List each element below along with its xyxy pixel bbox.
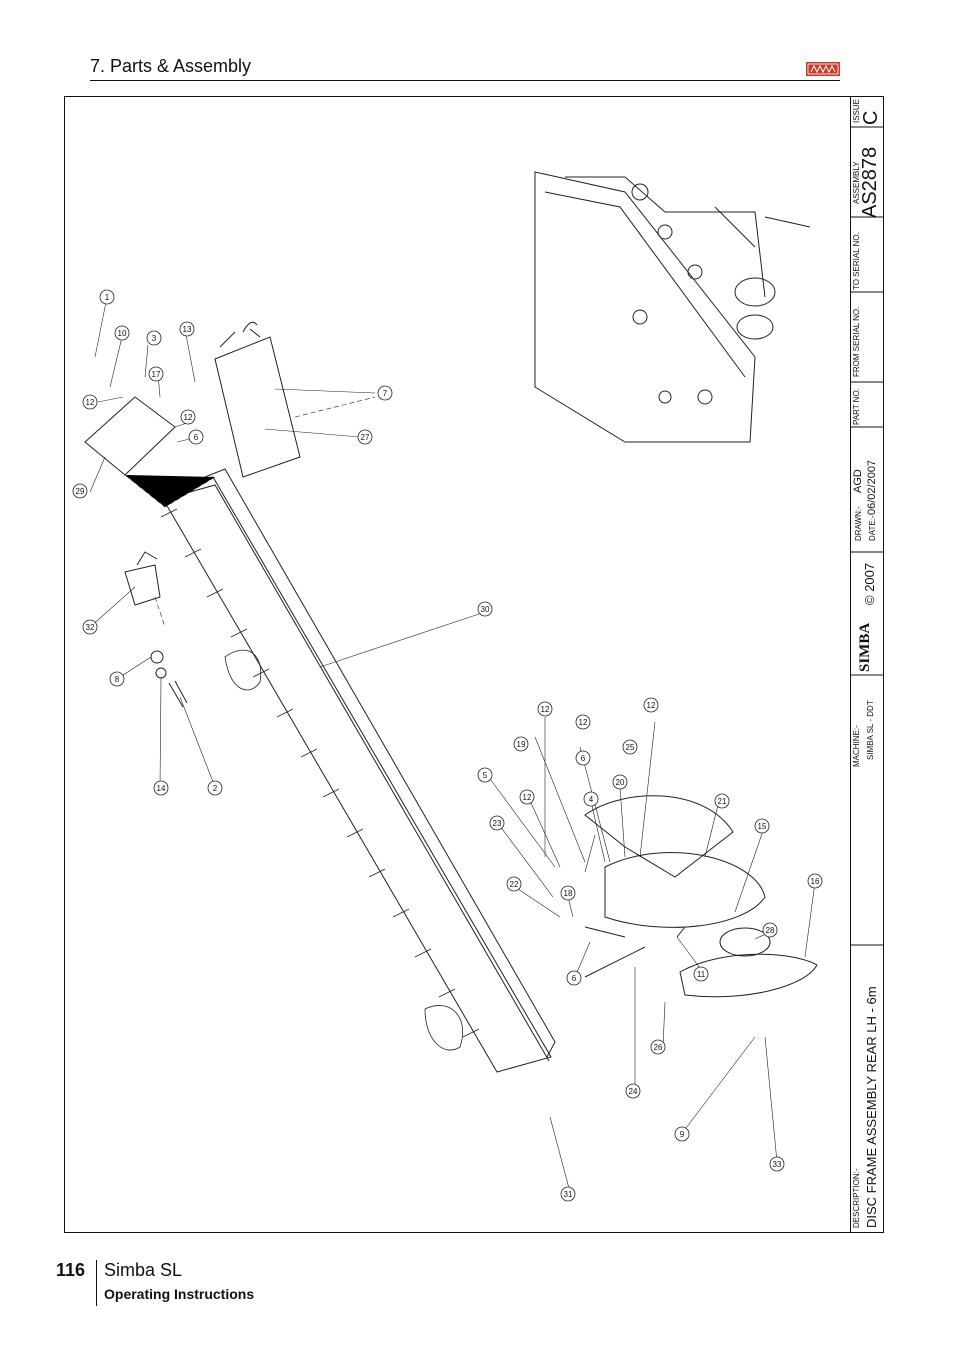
part-no-label: PART NO. [852, 388, 861, 425]
drawn-label: DRAWN:- [854, 506, 863, 541]
drawing-frame [64, 96, 884, 1233]
simba-logo-icon: SIMBA [857, 622, 873, 672]
date-label: DATE:- [868, 515, 877, 541]
section-title: 7. Parts & Assembly [90, 56, 252, 76]
to-serial-label: TO SERIAL NO. [852, 232, 861, 290]
description-label: DESCRIPTION:- [852, 1168, 861, 1228]
issue-value: C [860, 110, 882, 125]
footer-separator [96, 1260, 97, 1306]
header-rule [90, 80, 840, 81]
title-block [850, 97, 884, 1232]
from-serial-label: FROM SERIAL NO. [852, 306, 861, 377]
assembly-number: AS2878 [859, 146, 881, 218]
simba-logo-icon [806, 62, 840, 76]
document-type: Operating Instructions [104, 1286, 255, 1302]
date-value: 06/02/2007 [866, 459, 878, 515]
title-block-grid [850, 126, 884, 946]
machine-label: MACHINE:- [852, 725, 861, 767]
drawn-value: AGD [852, 469, 864, 493]
machine-value: SIMBA SL - DDT [866, 700, 875, 760]
description-value: DISC FRAME ASSEMBLY REAR LH - 6m [864, 986, 879, 1228]
exploded-view-drawing [84, 171, 818, 1193]
page-number: 116 [56, 1260, 86, 1280]
copyright: © 2007 [862, 562, 877, 605]
product-name: Simba SL [104, 1260, 183, 1280]
